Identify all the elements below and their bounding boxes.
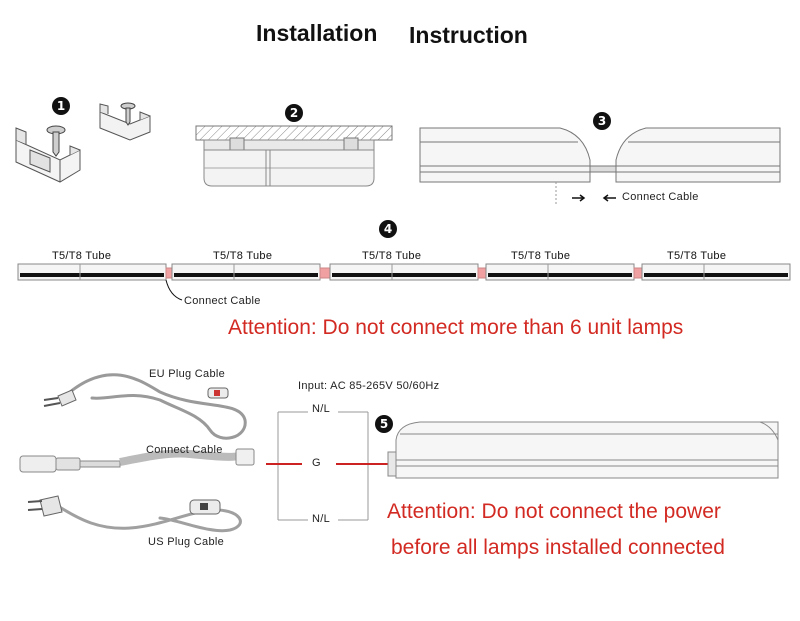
input-spec-label: Input: AC 85-265V 50/60Hz [298,380,440,392]
step-2-badge: 2 [285,104,303,122]
wire-label-bottom: N/L [312,513,331,525]
us-plug-cable-label: US Plug Cable [148,536,225,548]
wire-label-top: N/L [312,403,331,415]
step-1-badge: 1 [52,97,70,115]
step4-connect-cable-label: Connect Cable [184,295,261,307]
attention-power-line1: Attention: Do not connect the power [387,500,721,523]
tube-strip-5 [644,273,788,277]
attention-power-line2: before all lamps installed connected [391,536,725,559]
step-4-badge: 4 [379,220,397,238]
tube-strip-4 [488,273,632,277]
step-3-badge: 3 [593,112,611,130]
tube-label-3: T5/T8 Tube [362,250,422,262]
wire-label-ground: G [312,457,321,469]
tube-label-4: T5/T8 Tube [511,250,571,262]
title-instruction: Instruction [409,22,528,48]
attention-max-lamps: Attention: Do not connect more than 6 un… [228,316,684,339]
tube-strip-1 [20,273,164,277]
connect-cable-label: Connect Cable [146,444,223,456]
tube-label-1: T5/T8 Tube [52,250,112,262]
title-installation: Installation [256,20,378,46]
step-5-badge: 5 [375,415,393,433]
tube-strip-2 [174,273,318,277]
eu-plug-cable-label: EU Plug Cable [149,368,226,380]
tube-label-2: T5/T8 Tube [213,250,273,262]
step3-connect-cable-label: Connect Cable [622,191,699,203]
tube-label-5: T5/T8 Tube [667,250,727,262]
tube-strip-3 [332,273,476,277]
